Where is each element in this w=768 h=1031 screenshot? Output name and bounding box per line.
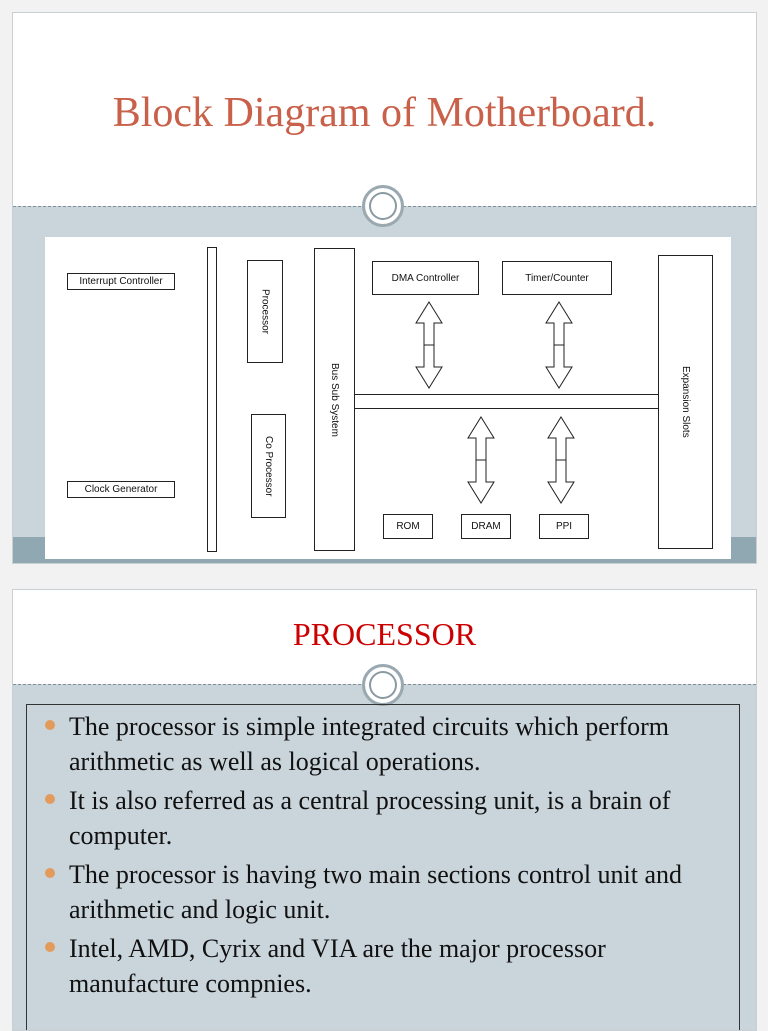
block-dram: DRAM xyxy=(461,514,511,539)
slide-title: PROCESSOR xyxy=(292,616,477,652)
block-ppi: PPI xyxy=(539,514,589,539)
block-rom: ROM xyxy=(383,514,433,539)
block-clock-generator: Clock Generator xyxy=(67,481,175,498)
bullet-dot-icon xyxy=(45,868,55,878)
list-item: The processor is having two main section… xyxy=(45,857,729,927)
block-co-processor: Co Processor xyxy=(251,414,286,518)
ring-ornament-icon xyxy=(362,664,404,706)
double-arrow-icon xyxy=(545,301,573,389)
block-interrupt-controller: Interrupt Controller xyxy=(67,273,175,290)
block-vertical-bar xyxy=(207,247,217,552)
bullet-content-box: The processor is simple integrated circu… xyxy=(26,704,740,1030)
ring-ornament-icon xyxy=(362,185,404,227)
bullet-text: It is also referred as a central process… xyxy=(69,786,671,850)
horizontal-bus xyxy=(355,394,658,409)
list-item: It is also referred as a central process… xyxy=(45,783,729,853)
double-arrow-icon xyxy=(415,301,443,389)
bullet-text: The processor is simple integrated circu… xyxy=(69,712,669,776)
list-item: Intel, AMD, Cyrix and VIA are the major … xyxy=(45,931,729,1001)
block-timer-counter: Timer/Counter xyxy=(502,261,612,295)
block-expansion-slots: Expansion Slots xyxy=(658,255,713,549)
bullet-list: The processor is simple integrated circu… xyxy=(27,705,739,1001)
block-bus-sub-system: Bus Sub System xyxy=(314,248,355,551)
slide-title: Block Diagram of Motherboard. xyxy=(112,90,657,136)
slide-block-diagram: Block Diagram of Motherboard. Interrupt … xyxy=(12,12,757,564)
bullet-dot-icon xyxy=(45,942,55,952)
bullet-text: Intel, AMD, Cyrix and VIA are the major … xyxy=(69,934,606,998)
slide-processor: PROCESSOR The processor is simple integr… xyxy=(12,589,757,1031)
double-arrow-icon xyxy=(467,416,495,504)
block-dma-controller: DMA Controller xyxy=(372,261,479,295)
bullet-dot-icon xyxy=(45,720,55,730)
bullet-dot-icon xyxy=(45,794,55,804)
list-item: The processor is simple integrated circu… xyxy=(45,709,729,779)
block-processor: Processor xyxy=(247,260,283,363)
motherboard-diagram: Interrupt Controller Clock Generator Pro… xyxy=(45,237,731,559)
double-arrow-icon xyxy=(547,416,575,504)
bullet-text: The processor is having two main section… xyxy=(69,860,683,924)
